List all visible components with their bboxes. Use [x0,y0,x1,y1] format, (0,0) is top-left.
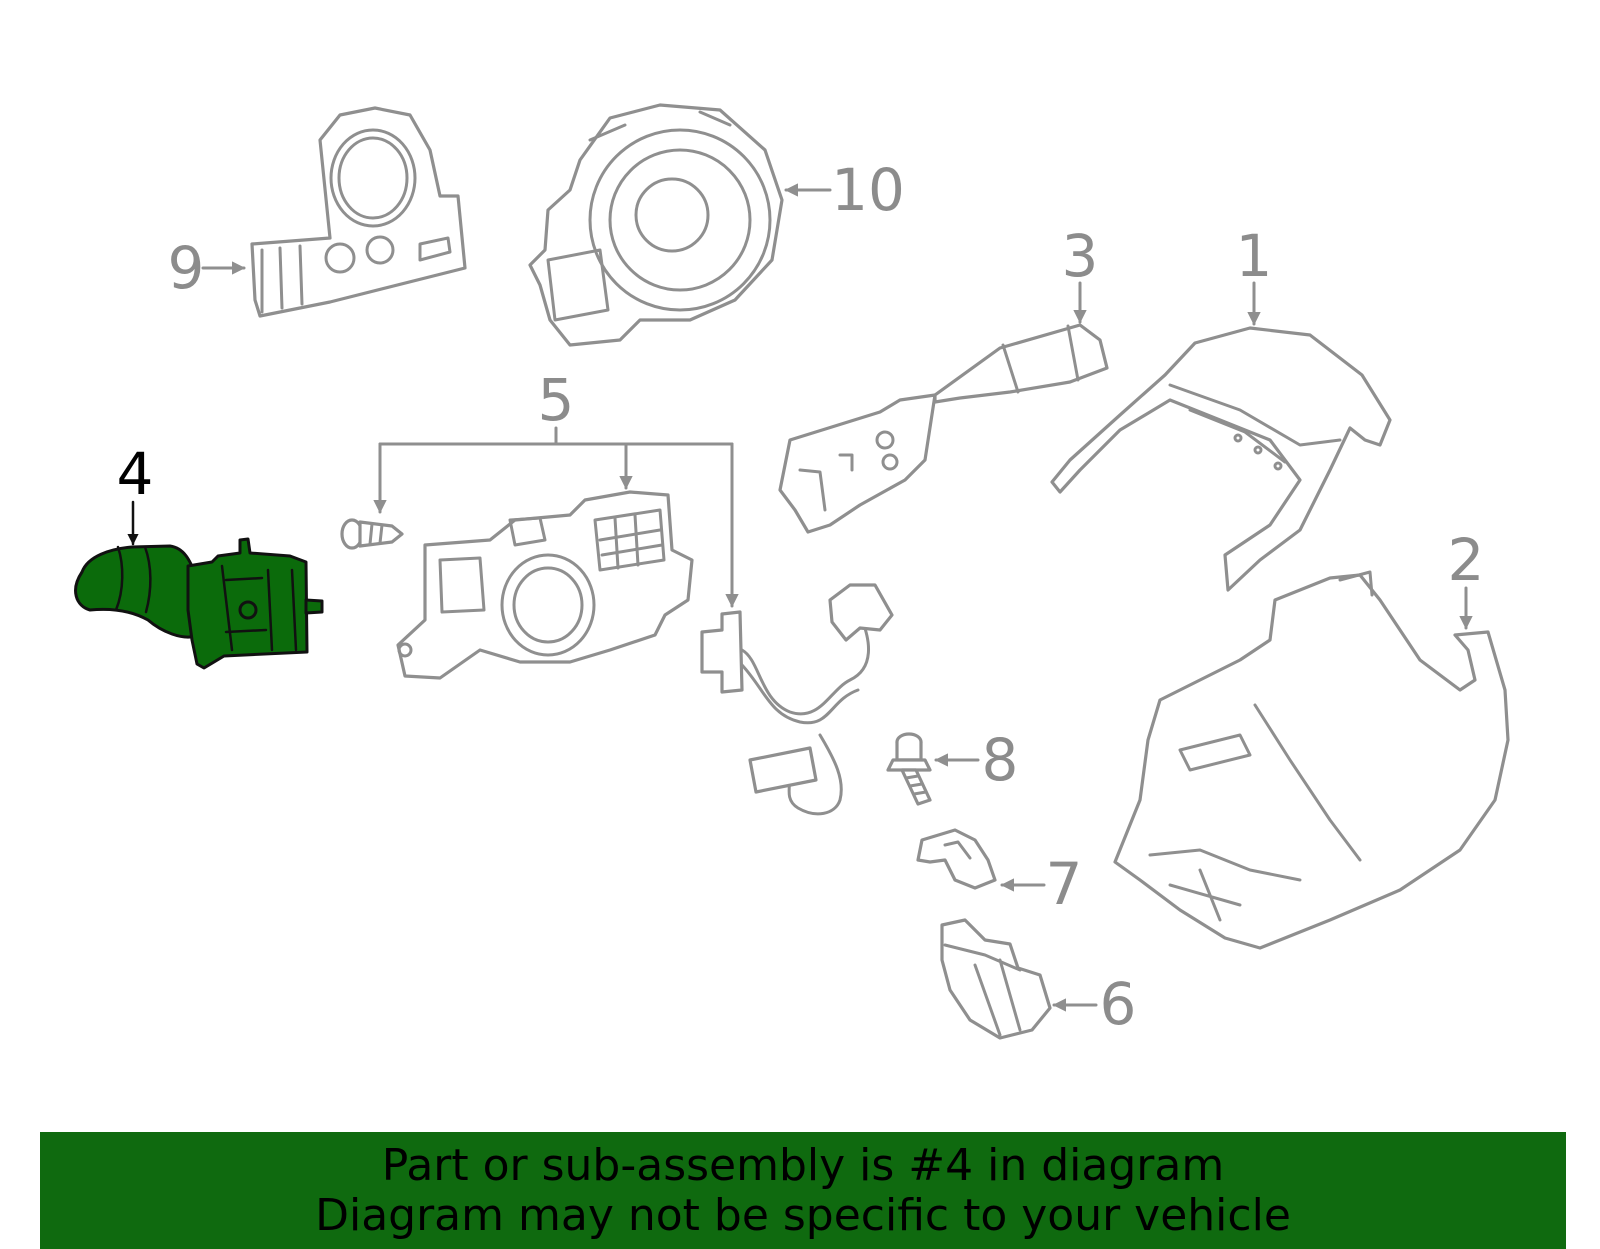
part-5-switch-housing[interactable] [396,490,694,680]
part-9-switch-base[interactable] [250,106,467,318]
part-4-turn-signal-switch[interactable] [74,537,324,670]
part-6-bracket[interactable] [940,918,1052,1040]
callout-8: 8 [982,726,1019,794]
part-5-screw[interactable] [340,518,404,550]
leader-arrows [201,183,1473,1012]
callout-1: 1 [1236,222,1273,290]
part-5-wire-harness[interactable] [700,583,894,816]
part-1-upper-cover[interactable] [1050,326,1392,592]
callout-labels: 1 2 3 4 5 6 7 8 9 10 [117,156,1485,1038]
part-3-wiper-switch[interactable] [778,323,1109,534]
info-banner: Part or sub-assembly is #4 in diagram Di… [40,1132,1566,1249]
part-8-bolt[interactable] [886,732,932,806]
callout-5: 5 [538,366,575,434]
callout-4: 4 [117,440,154,508]
callout-10: 10 [831,156,905,224]
callout-6: 6 [1100,970,1137,1038]
part-7-clip[interactable] [916,828,997,890]
callout-7: 7 [1046,850,1083,918]
part-2-lower-cover[interactable] [1113,570,1510,950]
banner-line-disclaimer: Diagram may not be specific to your vehi… [315,1189,1291,1241]
callout-9: 9 [168,234,205,302]
part-5-leader-lines [373,426,739,608]
part-10-clock-spring[interactable] [528,103,784,347]
banner-line-part: Part or sub-assembly is #4 in diagram [381,1139,1225,1191]
callout-3: 3 [1062,222,1099,290]
callout-2: 2 [1448,526,1485,594]
